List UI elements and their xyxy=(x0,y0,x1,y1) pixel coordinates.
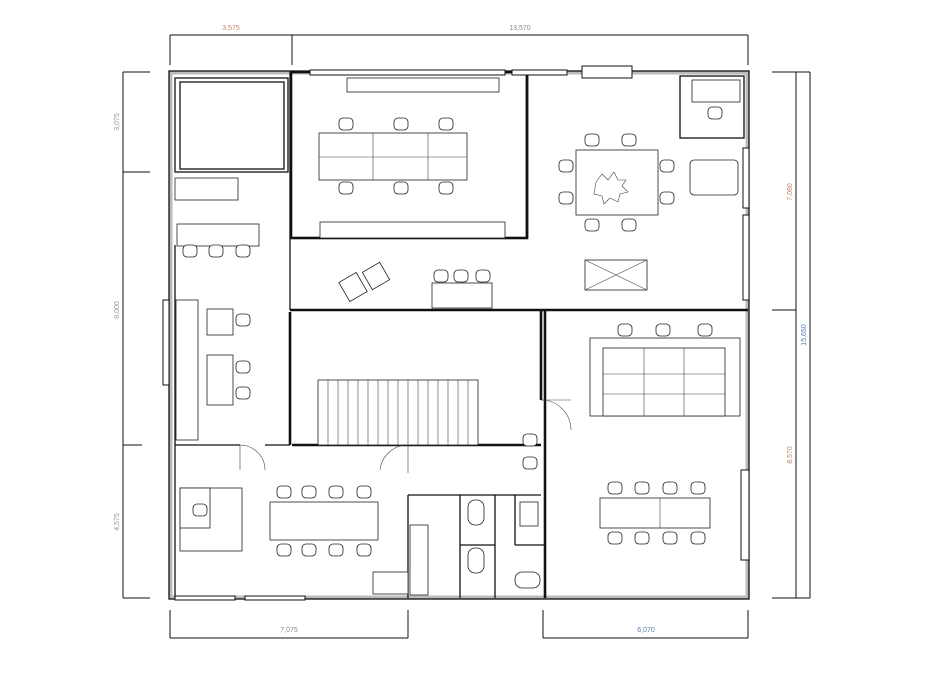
chair-icon xyxy=(697,323,713,337)
desk-2 xyxy=(206,354,234,406)
windows xyxy=(162,65,750,601)
dim-bottom-2: 6,070 xyxy=(637,627,655,634)
chair-icon xyxy=(584,218,600,232)
chair-icon xyxy=(475,269,491,283)
chair-icon xyxy=(662,531,678,545)
armchair-1 xyxy=(338,271,368,303)
sink xyxy=(519,501,539,527)
chair-icon xyxy=(659,191,675,205)
chair-icon xyxy=(558,191,574,205)
dim-left-2: 8,000 xyxy=(114,301,121,319)
chair-icon xyxy=(301,485,317,499)
chair-icon xyxy=(522,456,538,470)
conference-table xyxy=(575,149,659,216)
chair-icon xyxy=(276,543,292,557)
chair-icon xyxy=(522,433,538,447)
chair-icon xyxy=(659,159,675,173)
chair-icon xyxy=(453,269,469,283)
dim-left-1: 3,075 xyxy=(114,113,121,131)
chair-icon xyxy=(301,543,317,557)
chair-icon xyxy=(393,117,409,131)
chair-icon xyxy=(235,244,251,258)
kitchen-counter xyxy=(174,177,239,201)
chair-icon xyxy=(235,313,251,327)
chair-icon xyxy=(433,269,449,283)
dimension-lines xyxy=(122,34,811,639)
chair-icon xyxy=(655,323,671,337)
chair-icon xyxy=(356,485,372,499)
desk-office xyxy=(691,79,741,103)
chair-icon xyxy=(690,481,706,495)
chair-icon xyxy=(634,531,650,545)
chair-icon xyxy=(707,106,723,120)
chair-icon xyxy=(235,360,251,374)
dim-bottom-1: 7,075 xyxy=(280,627,298,634)
credenza xyxy=(319,221,506,239)
sink-counter xyxy=(409,524,429,596)
chair-icon xyxy=(338,181,354,195)
chair-icon xyxy=(662,481,678,495)
dim-right-2: 8,570 xyxy=(787,446,794,464)
meeting-room-desks xyxy=(318,132,468,181)
chair-icon xyxy=(208,244,224,258)
staircase xyxy=(317,379,479,446)
reception-counter xyxy=(431,282,493,309)
chair-icon xyxy=(328,543,344,557)
bench xyxy=(175,299,199,441)
dimension-labels: 3,575 13,570 3,075 8,000 4,575 7,080 8,5… xyxy=(114,25,808,634)
toilet-3 xyxy=(514,571,541,589)
chair-icon xyxy=(558,159,574,173)
bar-counter xyxy=(176,223,260,247)
plant-icon xyxy=(593,171,629,205)
chair-icon xyxy=(438,181,454,195)
sink-bench xyxy=(372,571,409,595)
chair-icon xyxy=(621,218,637,232)
chair-icon xyxy=(584,133,600,147)
chair-icon xyxy=(393,181,409,195)
dim-top-2: 13,570 xyxy=(509,25,531,32)
chair-icon xyxy=(634,481,650,495)
dim-left-3: 4,575 xyxy=(114,513,121,531)
toilet-1 xyxy=(467,499,485,526)
chair-icon xyxy=(192,503,208,517)
armchair-2 xyxy=(361,261,391,291)
chair-icon xyxy=(607,531,623,545)
chair-icon xyxy=(690,531,706,545)
desk-1 xyxy=(206,308,234,336)
training-table xyxy=(269,501,379,541)
shelf xyxy=(346,77,500,93)
chair-icon xyxy=(276,485,292,499)
chair-icon xyxy=(607,481,623,495)
furniture xyxy=(174,77,741,596)
chair-icon xyxy=(328,485,344,499)
chair-icon xyxy=(235,386,251,400)
workbench xyxy=(599,497,711,529)
chair-icon xyxy=(356,543,372,557)
sofa xyxy=(689,159,739,196)
dim-right-total: 15,650 xyxy=(801,324,808,346)
dim-right-1: 7,080 xyxy=(787,183,794,201)
chair-icon xyxy=(621,133,637,147)
chair-icon xyxy=(617,323,633,337)
chair-icon xyxy=(438,117,454,131)
dim-top-1: 3,575 xyxy=(222,25,240,32)
toilet-2 xyxy=(467,547,485,574)
chair-icon xyxy=(338,117,354,131)
chair-icon xyxy=(182,244,198,258)
